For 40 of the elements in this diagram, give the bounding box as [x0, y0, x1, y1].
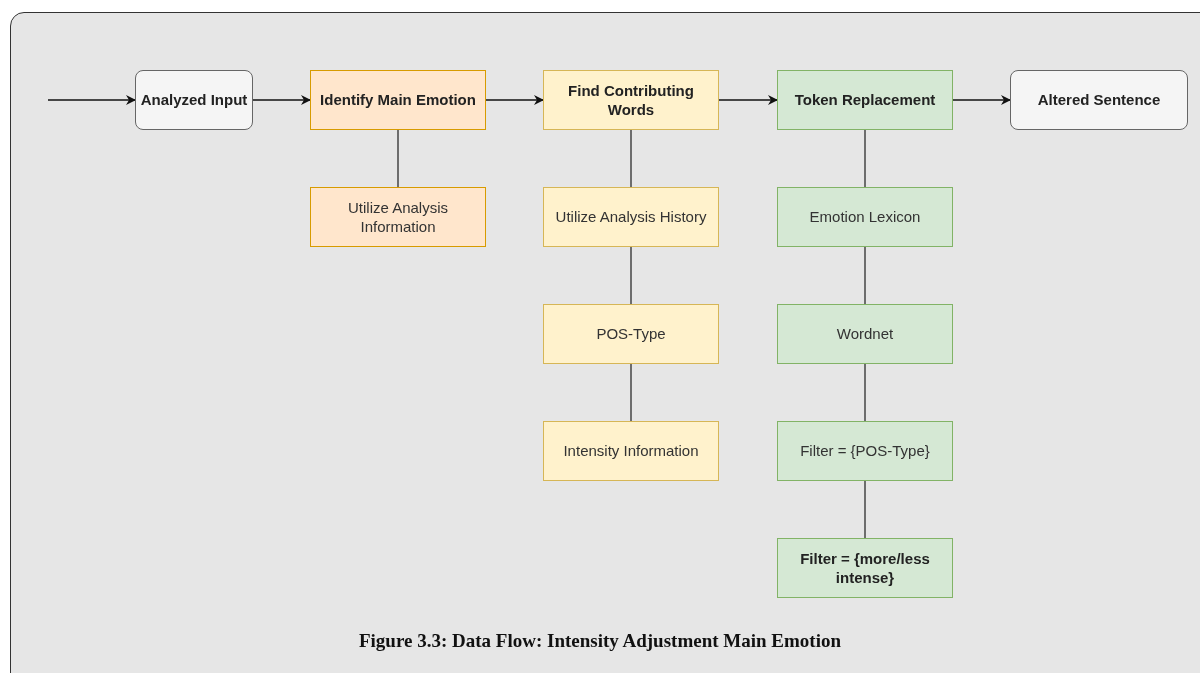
node-label: Find Contributing Words	[567, 80, 695, 120]
node-label: Wordnet	[836, 324, 894, 344]
process-box	[543, 421, 719, 481]
arrow	[47, 95, 136, 105]
rounded-box	[135, 70, 253, 130]
connector-line	[864, 363, 866, 422]
rounded-box	[1010, 70, 1188, 130]
connector-line	[397, 129, 399, 188]
node-label: Altered Sentence	[1037, 90, 1161, 110]
process-box	[543, 70, 719, 130]
process-box	[777, 421, 953, 481]
arrow	[718, 95, 778, 105]
node-label: Utilize Analysis Information	[346, 197, 449, 237]
connector-line	[864, 480, 866, 539]
connector-line	[864, 246, 866, 305]
connector-line	[630, 363, 632, 422]
node-label: Token Replacement	[794, 90, 936, 110]
connector-line	[630, 129, 632, 188]
node-label: Filter = {more/less intense}	[799, 548, 931, 588]
process-box	[310, 187, 486, 247]
process-box	[310, 70, 486, 130]
node-label: Filter = {POS-Type}	[800, 441, 930, 461]
arrow	[952, 95, 1011, 105]
connector-line	[864, 129, 866, 188]
node-label: Identify Main Emotion	[320, 90, 476, 110]
figure-caption: Figure 3.3: Data Flow: Intensity Adjustment Main Emotion	[357, 630, 842, 652]
node-label: Intensity Information	[563, 441, 699, 461]
process-box	[777, 304, 953, 364]
process-box	[777, 70, 953, 130]
node-label: POS-Type	[596, 324, 666, 344]
node-label: Utilize Analysis History	[555, 207, 707, 227]
arrow	[252, 95, 311, 105]
arrow	[485, 95, 544, 105]
process-box	[543, 304, 719, 364]
process-box	[543, 187, 719, 247]
node-label: Emotion Lexicon	[809, 207, 921, 227]
process-box	[777, 538, 953, 598]
process-box	[777, 187, 953, 247]
connector-line	[630, 246, 632, 305]
node-label: Analyzed Input	[140, 90, 248, 110]
